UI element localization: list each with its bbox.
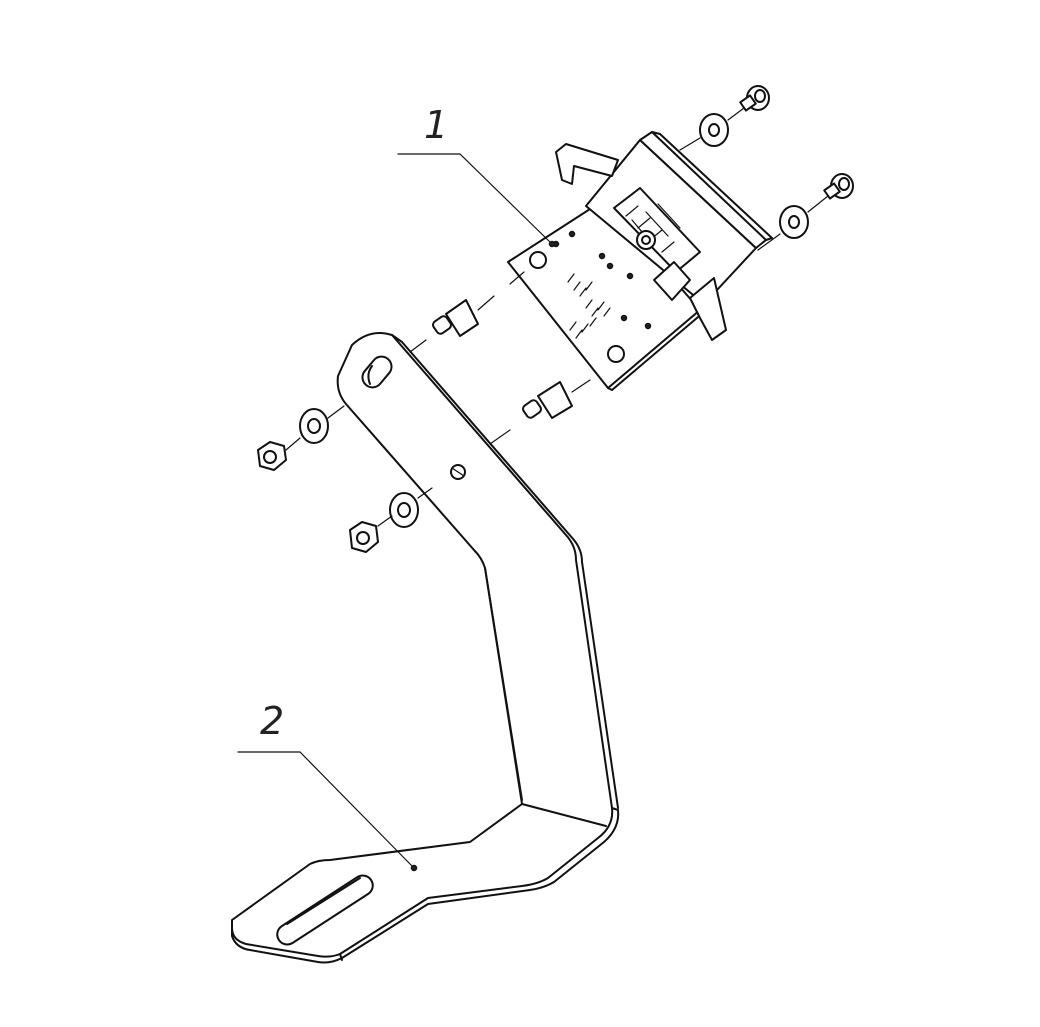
nut-left-1 [257, 441, 287, 471]
callout-2-label: 2 [260, 699, 284, 743]
connector-assembly-part-1 [507, 131, 773, 391]
screw-upper-2 [823, 173, 854, 200]
bracket-part-2 [231, 332, 620, 964]
callout-1: 1 [397, 103, 556, 248]
standoff-2 [522, 381, 573, 419]
standoff-1 [432, 299, 479, 337]
nut-left-2 [349, 521, 379, 553]
screw-upper-1 [739, 85, 770, 112]
washer-left-2 [389, 492, 419, 528]
callout-1-label: 1 [424, 103, 448, 147]
washer-upper-1 [699, 113, 729, 147]
washer-left-1 [299, 408, 329, 444]
hardware [257, 85, 854, 553]
washer-upper-2 [779, 205, 809, 239]
callout-2: 2 [237, 699, 418, 872]
assembly-axis-lines [285, 107, 829, 527]
